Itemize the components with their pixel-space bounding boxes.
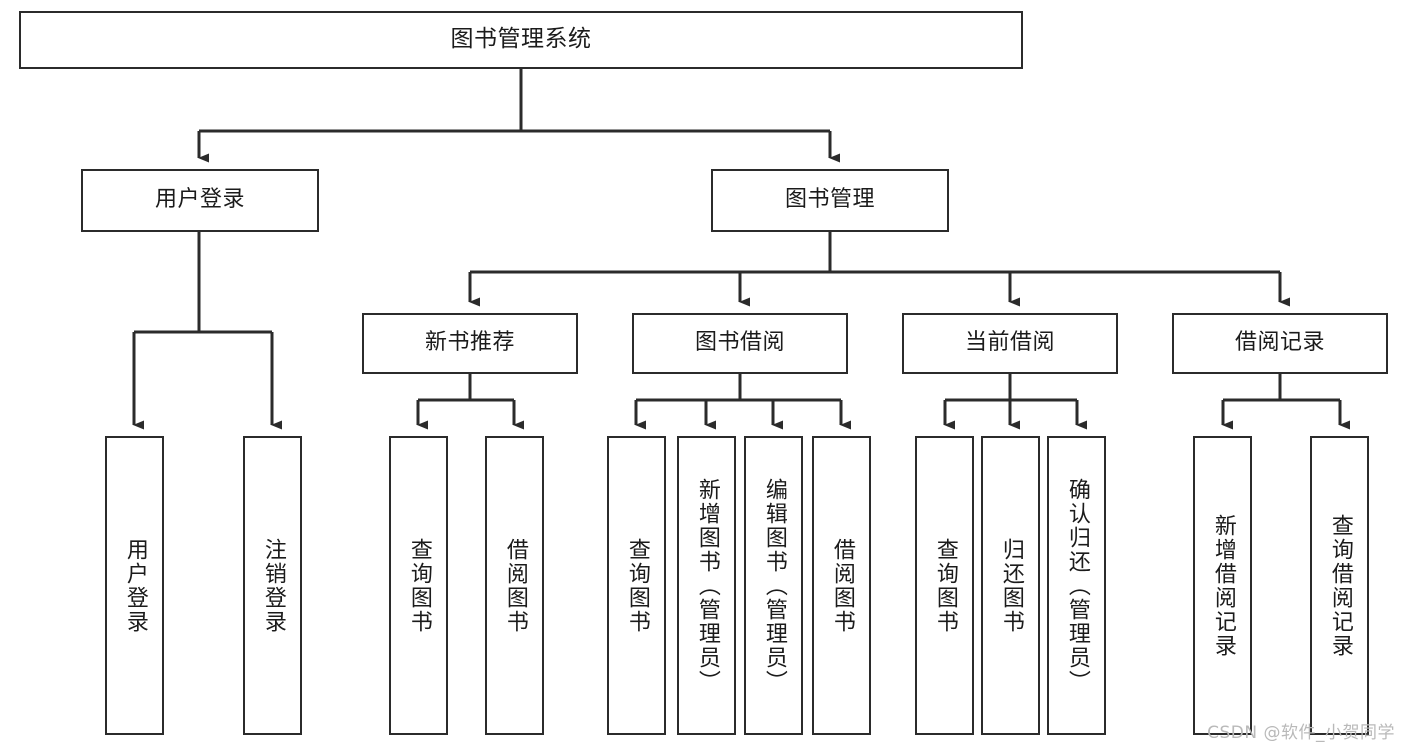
node-label: 编辑图书（管理员） — [761, 477, 787, 694]
node-label: 查询图书 — [406, 537, 432, 634]
node-leaf-user-login[interactable]: 用户登录 — [105, 436, 164, 735]
node-leaf-query-book-borrow[interactable]: 查询图书 — [607, 436, 666, 735]
node-book-borrow[interactable]: 图书借阅 — [632, 313, 848, 374]
node-label: 注销登录 — [260, 537, 286, 634]
node-label: 用户登录 — [122, 537, 148, 634]
node-leaf-add-book-admin[interactable]: 新增图书（管理员） — [677, 436, 736, 735]
node-label: 查询图书 — [932, 537, 958, 634]
node-leaf-borrow-book-newbook[interactable]: 借阅图书 — [485, 436, 544, 735]
node-current-borrow[interactable]: 当前借阅 — [902, 313, 1118, 374]
node-label: 借阅图书 — [502, 537, 528, 634]
node-borrow-record[interactable]: 借阅记录 — [1172, 313, 1388, 374]
node-label: 新增图书（管理员） — [694, 477, 720, 694]
node-book-management[interactable]: 图书管理 — [711, 169, 949, 232]
node-leaf-query-book-newbook[interactable]: 查询图书 — [389, 436, 448, 735]
node-label: 查询图书 — [624, 537, 650, 634]
node-leaf-return-book[interactable]: 归还图书 — [981, 436, 1040, 735]
node-label: 新书推荐 — [424, 330, 515, 356]
node-label: 用户登录 — [154, 187, 245, 213]
node-leaf-query-borrow-record[interactable]: 查询借阅记录 — [1310, 436, 1369, 735]
node-leaf-query-book-current[interactable]: 查询图书 — [915, 436, 974, 735]
node-label: 确认归还（管理员） — [1064, 477, 1090, 694]
node-leaf-borrow-book[interactable]: 借阅图书 — [812, 436, 871, 735]
node-leaf-edit-book-admin[interactable]: 编辑图书（管理员） — [744, 436, 803, 735]
node-leaf-logout[interactable]: 注销登录 — [243, 436, 302, 735]
node-label: 借阅图书 — [829, 537, 855, 634]
node-label: 新增借阅记录 — [1210, 513, 1236, 658]
node-label: 借阅记录 — [1234, 330, 1325, 356]
node-label: 查询借阅记录 — [1327, 513, 1353, 658]
node-leaf-add-borrow-record[interactable]: 新增借阅记录 — [1193, 436, 1252, 735]
node-root-book-management-system[interactable]: 图书管理系统 — [19, 11, 1023, 69]
node-label: 图书借阅 — [694, 330, 785, 356]
node-label: 图书管理系统 — [450, 26, 592, 53]
node-label: 归还图书 — [998, 537, 1024, 634]
node-user-login[interactable]: 用户登录 — [81, 169, 319, 232]
node-label: 图书管理 — [784, 187, 875, 213]
node-leaf-confirm-return-admin[interactable]: 确认归还（管理员） — [1047, 436, 1106, 735]
node-new-book-recommend[interactable]: 新书推荐 — [362, 313, 578, 374]
node-label: 当前借阅 — [964, 330, 1055, 356]
